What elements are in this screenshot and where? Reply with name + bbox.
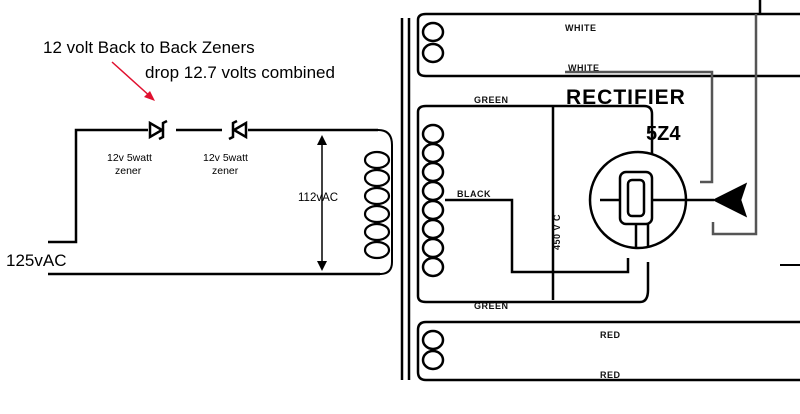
left-circuit-wires: [48, 128, 380, 276]
wire-label-red-top: RED: [600, 330, 621, 340]
zener-1-label-line1: 12v 5watt: [107, 152, 152, 164]
red-winding: [416, 320, 800, 382]
wire-label-green-top: GREEN: [474, 95, 509, 105]
transformer-voltage-arrow: [317, 135, 327, 271]
transformer-voltage-label: 112vAC: [298, 192, 338, 204]
hv-winding: [416, 104, 654, 304]
zener-1-label-line2: zener: [115, 165, 142, 177]
rectifier-title: RECTIFIER: [566, 86, 686, 109]
white-winding: [416, 0, 800, 78]
wire-label-green-bottom: GREEN: [474, 301, 509, 311]
tube-type-label: 5Z4: [646, 123, 681, 145]
zener-diode-1: [148, 119, 168, 141]
wire-label-white-top: WHITE: [565, 23, 597, 33]
annotation-line2: drop 12.7 volts combined: [145, 63, 335, 82]
primary-coil: [363, 150, 391, 260]
input-voltage-label: 125vAC: [6, 251, 66, 270]
capacitor-label: 450 V C: [552, 214, 562, 250]
annotation-line1: 12 volt Back to Back Zeners: [43, 38, 255, 57]
rectifier-tube: [588, 150, 748, 250]
zener-2-label-line2: zener: [212, 165, 239, 177]
zener-2-label-line1: 12v 5watt: [203, 152, 248, 164]
wire-label-red-bottom: RED: [600, 370, 621, 380]
wire-label-black: BLACK: [457, 189, 491, 199]
annotation-arrow: [111, 61, 155, 101]
transformer-core: [400, 18, 411, 380]
rectifier-heater-loop: [565, 14, 758, 236]
wire-label-white-bottom: WHITE: [568, 63, 600, 73]
primary-coil-frame: [377, 129, 393, 275]
zener-diode-2: [228, 119, 248, 141]
